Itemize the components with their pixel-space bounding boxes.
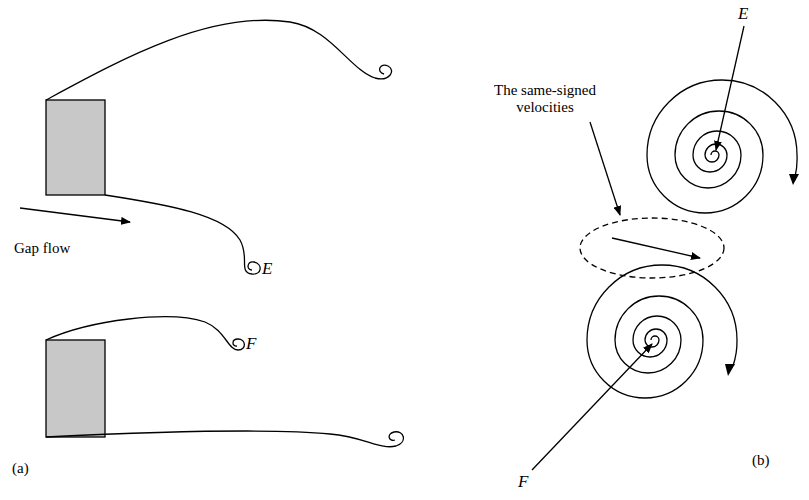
flow-label: Gap flow bbox=[14, 240, 70, 257]
panel-label: (b) bbox=[752, 452, 770, 469]
vortex-label: E bbox=[262, 259, 272, 279]
vortex-label: F bbox=[246, 334, 256, 354]
annotation: The same-signed velocities bbox=[480, 82, 610, 117]
panel-label: (a) bbox=[12, 460, 29, 477]
vortex-label: E bbox=[738, 4, 748, 24]
vortex-label: F bbox=[518, 472, 528, 492]
